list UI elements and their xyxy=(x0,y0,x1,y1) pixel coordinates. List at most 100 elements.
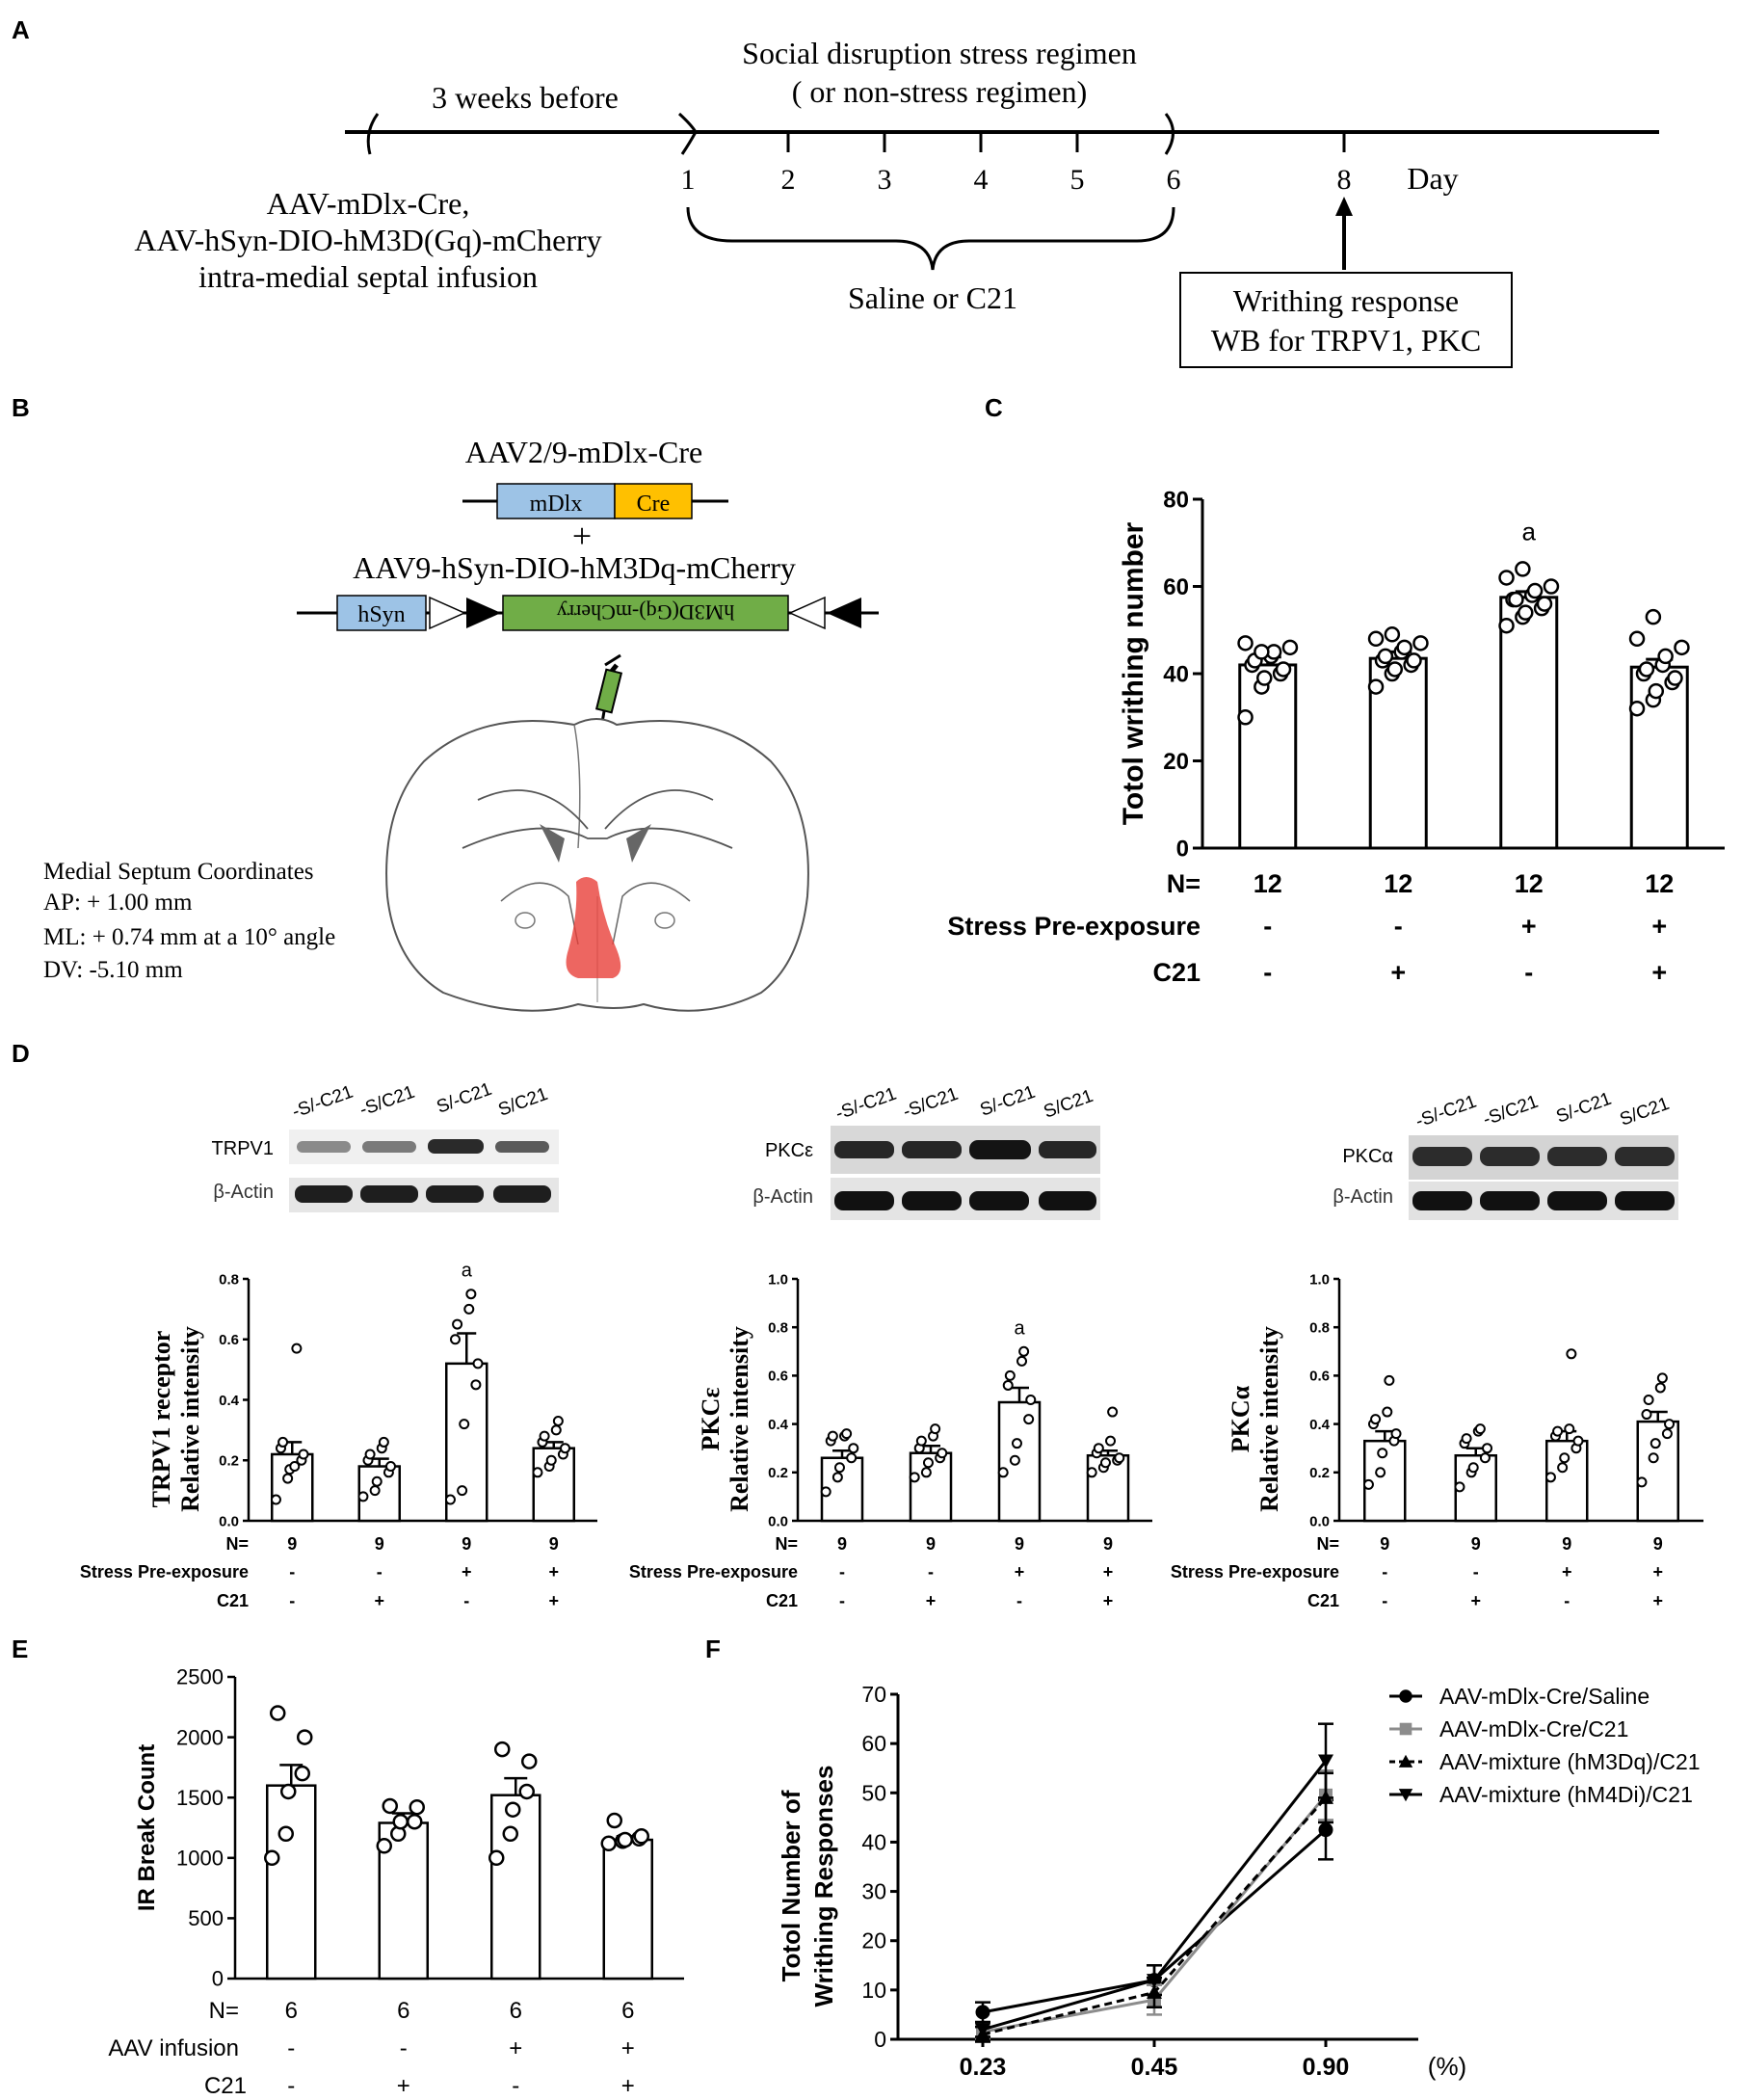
before-label: 3 weeks before xyxy=(432,80,619,115)
significance-label: a xyxy=(1014,1317,1025,1339)
data-point xyxy=(1674,639,1690,656)
n-value: 9 xyxy=(1653,1534,1663,1554)
data-point xyxy=(289,1461,301,1473)
data-point xyxy=(298,1449,309,1460)
data-point xyxy=(1474,1423,1486,1435)
d2-stress-label: Stress Pre-exposure xyxy=(629,1562,798,1582)
stress-value: - xyxy=(1382,1562,1387,1582)
data-point xyxy=(1643,1395,1654,1405)
data-point xyxy=(539,1430,550,1442)
y-tick-label: 1.0 xyxy=(768,1271,788,1288)
data-point xyxy=(291,1342,303,1354)
y-tick-label: 0 xyxy=(212,1967,224,1991)
data-point xyxy=(264,1849,280,1867)
mdlx-box xyxy=(496,483,616,519)
data-point xyxy=(1375,1467,1386,1478)
data-point xyxy=(1572,1435,1584,1447)
data-point xyxy=(550,1424,562,1436)
blot3-target-label: PKCα xyxy=(1342,1146,1393,1167)
n-value: 9 xyxy=(1471,1534,1481,1554)
data-point xyxy=(1650,1438,1661,1449)
y-tick-label: 80 xyxy=(1163,487,1189,513)
bar xyxy=(266,1784,317,1980)
data-point xyxy=(280,1783,297,1800)
data-point xyxy=(364,1449,376,1460)
day-6: 6 xyxy=(1167,164,1181,196)
data-point xyxy=(277,1436,289,1448)
blot2-band-4 xyxy=(1039,1141,1096,1158)
data-point xyxy=(1661,1428,1673,1440)
data-point xyxy=(1636,1476,1648,1488)
infusion-line1: AAV-mDlx-Cre, xyxy=(267,186,470,221)
timeline-bracket-start xyxy=(366,113,380,155)
marker-circle xyxy=(1399,1689,1412,1703)
y-tick-label: 60 xyxy=(861,1731,886,1756)
c21-value: + xyxy=(621,2073,635,2099)
y-tick-label: 0.4 xyxy=(219,1393,240,1409)
loxp-open-1 xyxy=(429,596,466,630)
data-point xyxy=(1256,670,1273,686)
data-point xyxy=(1412,635,1429,651)
stress-value: - xyxy=(377,1562,383,1582)
day-1: 1 xyxy=(681,164,696,196)
y-tick-label: 0.0 xyxy=(219,1513,239,1529)
data-point xyxy=(1018,1345,1030,1357)
bar xyxy=(602,1838,653,1980)
data-point xyxy=(502,1825,518,1843)
data-point xyxy=(1025,1395,1037,1405)
data-point xyxy=(1093,1443,1104,1454)
data-point xyxy=(1482,1443,1493,1454)
data-point xyxy=(827,1430,838,1442)
y-tick-label: 0 xyxy=(1176,836,1189,862)
stress-value: + xyxy=(1651,912,1667,941)
d1-n-label: N= xyxy=(225,1534,249,1554)
significance-label: a xyxy=(462,1261,473,1282)
data-point xyxy=(1004,1369,1016,1381)
data-point xyxy=(1564,1423,1575,1435)
data-point xyxy=(369,1485,381,1497)
n-value: 12 xyxy=(1254,869,1282,898)
panel-b-letter: B xyxy=(12,393,30,422)
marker-circle xyxy=(1318,1822,1333,1838)
data-point xyxy=(409,1798,425,1816)
c21-value: + xyxy=(1470,1591,1481,1610)
marker-triangle-down xyxy=(1398,1789,1413,1802)
blot1-lane-4: S/C21 xyxy=(496,1084,551,1121)
data-point xyxy=(1638,661,1655,678)
d2-n-label: N= xyxy=(775,1534,798,1554)
data-point xyxy=(505,1801,521,1818)
data-point xyxy=(1648,682,1665,700)
blot1-band-3 xyxy=(428,1139,484,1154)
y-tick-label: 0.0 xyxy=(768,1513,788,1529)
blot3-control-label: β-Actin xyxy=(1333,1186,1393,1208)
blot3-lane-2: -S/C21 xyxy=(1481,1092,1542,1130)
data-point xyxy=(1559,1452,1570,1464)
d3-stress-label: Stress Pre-exposure xyxy=(1171,1562,1339,1582)
chart-d1: 0.00.20.40.60.89--9-+a9+-9++TRPV1 recept… xyxy=(147,1261,597,1610)
mdlx-label: mDlx xyxy=(530,492,583,517)
hsyn-label: hSyn xyxy=(357,602,405,627)
chart-c-n-label: N= xyxy=(1167,869,1201,898)
outcome-box-line2: WB for TRPV1, PKC xyxy=(1211,323,1481,358)
aav-value: + xyxy=(621,2035,635,2061)
bar xyxy=(1636,1420,1679,1523)
data-point xyxy=(560,1443,571,1454)
infusion-line2: AAV-hSyn-DIO-hM3D(Gq)-mCherry xyxy=(134,223,601,257)
blot1-actin-4 xyxy=(493,1185,551,1203)
y-axis-label-line2: Relative intensity xyxy=(726,1326,753,1512)
data-point xyxy=(1667,670,1683,686)
aav-value: - xyxy=(287,2035,295,2061)
data-point xyxy=(606,1812,622,1829)
data-point xyxy=(1479,1452,1491,1464)
y-tick-label: 0.8 xyxy=(219,1271,239,1288)
data-point xyxy=(922,1457,934,1469)
blot1-band-2 xyxy=(362,1141,416,1153)
data-point xyxy=(532,1467,543,1478)
data-point xyxy=(1543,578,1560,595)
data-point xyxy=(1086,1467,1097,1478)
data-point xyxy=(820,1486,831,1498)
y-tick-label: 1500 xyxy=(176,1786,224,1810)
blot1-actin-3 xyxy=(426,1185,484,1203)
